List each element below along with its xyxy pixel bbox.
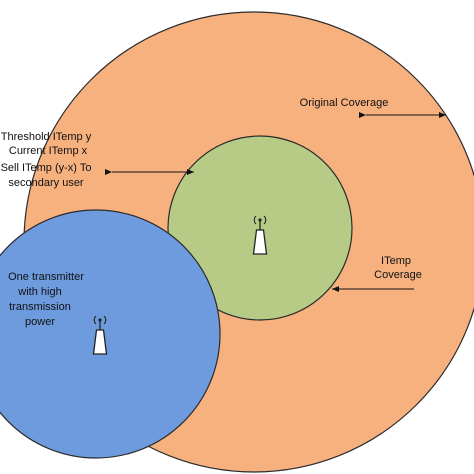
transmitter-label-line1: One transmitter: [8, 271, 84, 283]
transmitter-label-line3: transmission: [9, 301, 71, 313]
original-coverage-label: Original Coverage: [300, 97, 389, 109]
transmitter-coverage-circle: [0, 209, 221, 459]
transmitter-label-line4: power: [25, 316, 55, 328]
threshold-label-line2: Current ITemp x: [9, 145, 88, 157]
transmitter-label-line2: with high: [17, 286, 61, 298]
threshold-label-line3: Sell ITemp (y-x) To: [1, 162, 92, 174]
itemp-coverage-label-line2: Coverage: [374, 269, 422, 281]
itemp-coverage-label-line1: ITemp: [381, 255, 411, 267]
antenna-tower-icon: [92, 315, 108, 355]
antenna-tower-icon: [252, 215, 268, 255]
threshold-label-line4: secondary user: [8, 177, 84, 189]
threshold-label-line1: Threshold ITemp y: [1, 131, 92, 143]
